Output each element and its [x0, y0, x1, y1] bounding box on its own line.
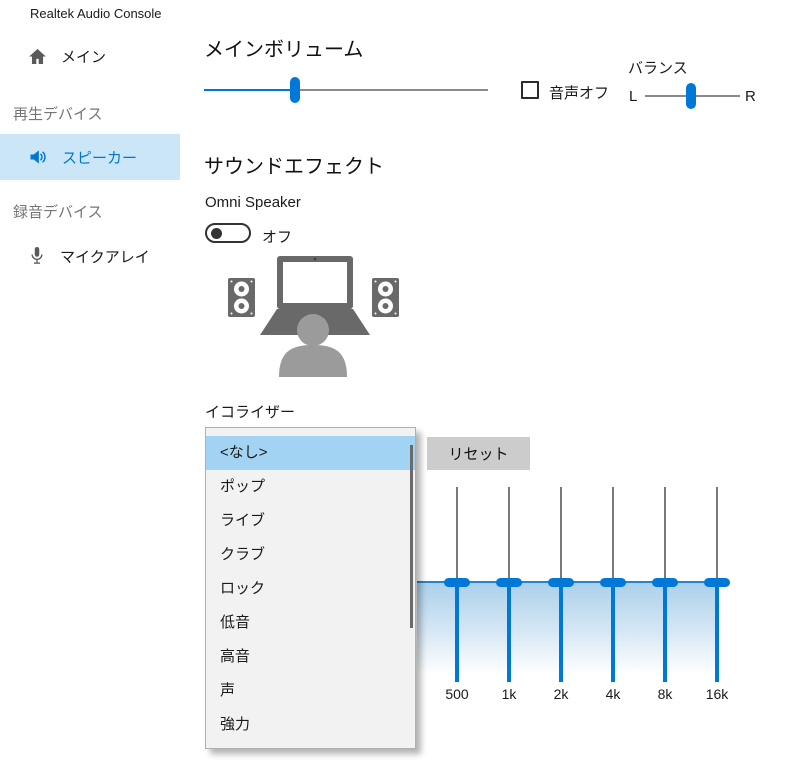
eq-track-lower	[611, 582, 615, 682]
sound-effects-heading: サウンドエフェクト	[204, 156, 384, 178]
eq-band-label: 16k	[705, 686, 729, 702]
eq-track-lower	[715, 582, 719, 682]
sidebar-item-main[interactable]: メイン	[0, 34, 180, 78]
equalizer-preset-option[interactable]: ポップ	[220, 478, 266, 495]
mute-label: 音声オフ	[549, 85, 610, 102]
eq-slider-thumb[interactable]	[652, 578, 678, 588]
sidebar-item-label: スピーカー	[62, 149, 138, 167]
eq-track-lower	[455, 582, 459, 682]
reset-button[interactable]: リセット	[427, 437, 530, 470]
balance-slider[interactable]	[645, 83, 740, 109]
volume-slider-thumb[interactable]	[289, 77, 300, 103]
mute-checkbox[interactable]	[521, 81, 539, 99]
microphone-icon	[31, 247, 43, 264]
equalizer-preset-option[interactable]: ライブ	[220, 512, 266, 529]
equalizer-preset-option[interactable]: <なし>	[206, 436, 415, 470]
eq-track-upper	[559, 487, 563, 583]
eq-track-upper	[715, 487, 719, 583]
home-icon	[29, 48, 46, 64]
omni-speaker-label: Omni Speaker	[205, 194, 301, 211]
eq-track-upper	[663, 487, 667, 583]
eq-band-label: 500	[445, 686, 469, 702]
equalizer-label: イコライザー	[205, 404, 296, 421]
eq-band-label: 8k	[657, 686, 673, 702]
balance-right-label: R	[745, 88, 756, 105]
eq-slider-thumb[interactable]	[704, 578, 730, 588]
eq-band-slider[interactable]: 500	[437, 485, 477, 705]
omni-speaker-toggle[interactable]	[205, 223, 251, 243]
eq-band-slider[interactable]: 1k	[489, 485, 529, 705]
balance-slider-thumb[interactable]	[685, 83, 696, 109]
eq-band-label: 1k	[501, 686, 517, 702]
sidebar-item-label: マイクアレイ	[60, 248, 150, 266]
eq-band-slider[interactable]: 16k	[697, 485, 737, 705]
eq-track-upper	[455, 487, 459, 583]
eq-track-lower	[663, 582, 667, 682]
main-volume-slider[interactable]	[204, 77, 488, 103]
dropdown-scrollbar[interactable]	[410, 445, 413, 628]
equalizer-preset-option[interactable]: 高音	[220, 648, 251, 665]
equalizer-preset-option[interactable]: クラブ	[220, 546, 266, 563]
omni-speaker-state-label: オフ	[262, 229, 293, 246]
eq-band-slider[interactable]: 4k	[593, 485, 633, 705]
speaker-icon	[30, 150, 46, 164]
eq-track-upper	[507, 487, 511, 583]
eq-slider-thumb[interactable]	[548, 578, 574, 588]
eq-band-label: 2k	[553, 686, 569, 702]
main-volume-heading: メインボリューム	[204, 39, 364, 61]
volume-track	[204, 88, 488, 91]
equalizer-preset-option[interactable]: 声	[220, 682, 236, 699]
equalizer-preset-dropdown[interactable]: <なし> ポップライブクラブロック低音高音声強力	[205, 427, 416, 749]
eq-band-label: 4k	[605, 686, 621, 702]
eq-slider-thumb[interactable]	[444, 578, 470, 588]
balance-left-label: L	[629, 88, 638, 105]
eq-slider-thumb[interactable]	[600, 578, 626, 588]
eq-track-lower	[559, 582, 563, 682]
eq-track-lower	[507, 582, 511, 682]
eq-band-slider[interactable]: 2k	[541, 485, 581, 705]
eq-fill-gradient	[417, 583, 717, 675]
speaker-setup-illustration	[228, 256, 399, 377]
sidebar-item-mic-array[interactable]: マイクアレイ	[0, 234, 180, 278]
equalizer-preset-option[interactable]: 強力	[220, 716, 251, 733]
toggle-knob	[211, 227, 222, 239]
equalizer-preset-option[interactable]: 低音	[220, 614, 251, 631]
app-title: Realtek Audio Console	[30, 6, 162, 21]
sidebar-item-speaker[interactable]: スピーカー	[0, 134, 180, 180]
eq-band-slider[interactable]: 8k	[645, 485, 685, 705]
sidebar-item-label: メイン	[61, 48, 107, 66]
sidebar-section-playback: 再生デバイス	[13, 106, 103, 123]
volume-fill	[204, 88, 295, 91]
sidebar-section-recording: 録音デバイス	[13, 204, 103, 221]
eq-slider-thumb[interactable]	[496, 578, 522, 588]
balance-label: バランス	[628, 60, 688, 77]
equalizer-panel: 500 1k 2k 4k 8k 16k	[417, 485, 747, 715]
equalizer-preset-option[interactable]: ロック	[220, 580, 266, 597]
eq-track-upper	[611, 487, 615, 583]
